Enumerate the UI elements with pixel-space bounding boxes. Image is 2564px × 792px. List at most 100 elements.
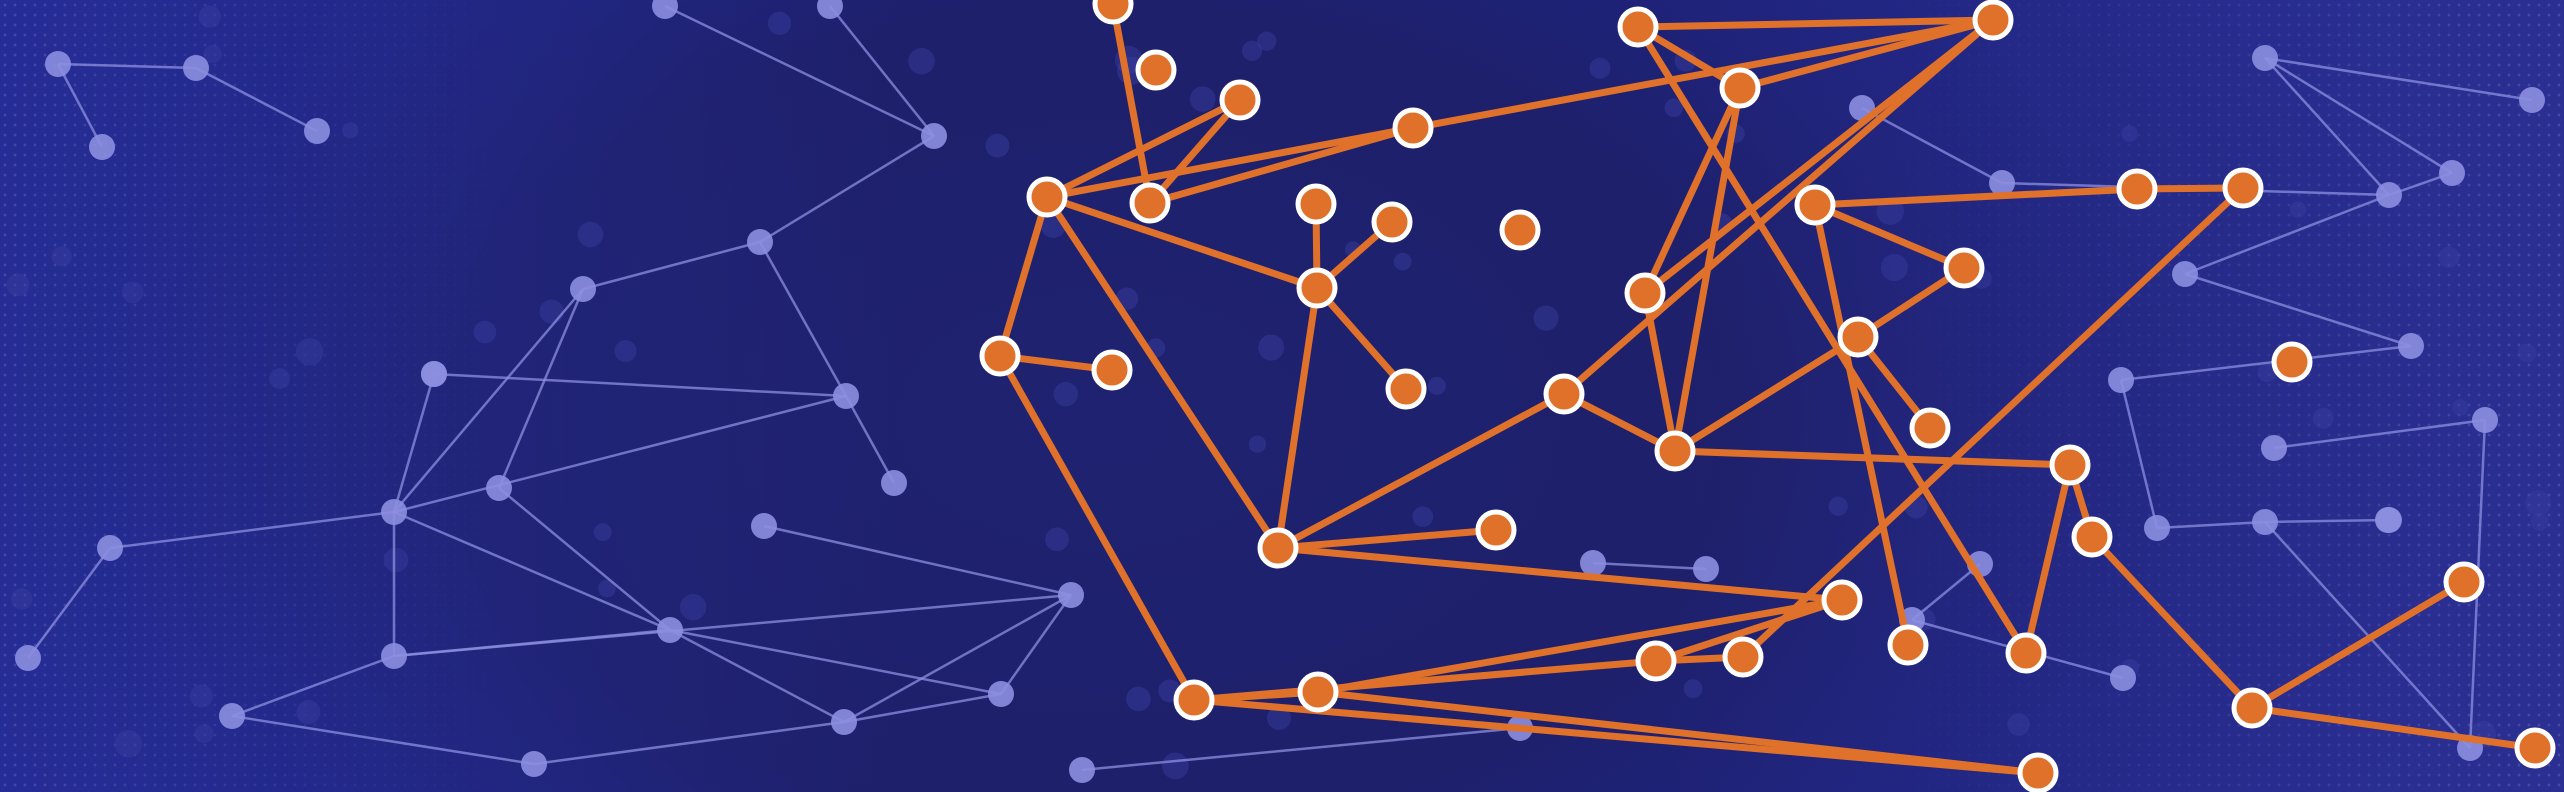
background-edge — [2184, 272, 2412, 348]
orange-network-edges — [996, 0, 2539, 777]
orange-node — [2443, 561, 2485, 603]
orange-edge — [1190, 657, 1660, 704]
background-node — [652, 0, 678, 19]
background-node — [833, 383, 859, 409]
faint-node — [1664, 98, 1684, 118]
orange-node — [1837, 316, 1879, 358]
orange-edge — [1811, 201, 1912, 649]
faint-node — [767, 11, 792, 35]
background-edge — [843, 593, 1072, 724]
faint-node — [189, 684, 213, 708]
orange-node — [1543, 373, 1585, 415]
background-edge — [231, 714, 535, 766]
faint-node — [121, 281, 144, 304]
background-edge — [2264, 56, 2453, 175]
background-node — [381, 499, 407, 525]
orange-node — [1385, 368, 1427, 410]
background-node — [2472, 407, 2498, 433]
faint-node — [1162, 752, 1189, 780]
orange-edge — [996, 193, 1051, 360]
background-edge — [393, 288, 584, 513]
faint-node — [194, 724, 214, 744]
background-node — [2144, 515, 2170, 541]
orange-node — [1722, 636, 1764, 678]
background-node — [2172, 261, 2198, 287]
background-edge — [844, 395, 896, 484]
faint-node — [1589, 57, 1611, 79]
background-node — [988, 681, 1014, 707]
background-node — [2376, 182, 2402, 208]
background-edge — [1081, 726, 1521, 772]
orange-edge — [1043, 193, 1282, 552]
faint-node — [1258, 334, 1285, 361]
faint-node — [1266, 705, 1292, 730]
background-node — [1693, 556, 1719, 582]
faint-node — [577, 221, 604, 248]
background-edge — [2156, 520, 2266, 530]
background-node — [183, 55, 209, 81]
background-edge — [829, 5, 935, 137]
faint-node — [342, 122, 359, 139]
background-node — [2108, 367, 2134, 393]
orange-node — [1297, 671, 1339, 713]
background-node — [657, 617, 683, 643]
background-edge — [843, 692, 1002, 724]
orange-node — [1173, 679, 1215, 721]
faint-node — [598, 579, 616, 598]
orange-edge — [1811, 185, 2141, 209]
orange-edge — [1811, 201, 1968, 272]
orange-node — [1654, 430, 1696, 472]
orange-edge — [1109, 0, 1154, 207]
background-edge — [664, 4, 935, 138]
orange-node — [1972, 0, 2014, 41]
background-node — [45, 51, 71, 77]
orange-edge — [1560, 390, 1679, 455]
orange-edge — [1274, 390, 1568, 552]
background-edge — [1911, 563, 1981, 621]
orange-node — [1129, 182, 1171, 224]
background-edge — [2273, 418, 2486, 450]
background-edge — [669, 628, 1002, 696]
background-edge — [498, 487, 671, 631]
background-node — [2252, 45, 2278, 71]
background-edge — [533, 720, 845, 766]
background-edge — [669, 628, 845, 724]
background-node — [421, 361, 447, 387]
faint-node — [1241, 40, 1263, 61]
orange-node — [2049, 444, 2091, 486]
faint-node — [1427, 376, 1446, 395]
orange-node — [2514, 727, 2556, 769]
orange-node — [1943, 247, 1985, 289]
faint-node — [1683, 679, 1703, 699]
background-edge — [759, 134, 935, 244]
faint-node — [2007, 713, 2030, 736]
orange-edge — [1043, 124, 1417, 201]
faint-node — [10, 588, 33, 610]
background-node — [2398, 333, 2424, 359]
background-edge — [1861, 106, 2003, 185]
orange-node — [1257, 527, 1299, 569]
orange-edge — [996, 352, 1198, 704]
background-node — [2261, 435, 2287, 461]
faint-node — [383, 547, 409, 573]
background-node — [2519, 87, 2545, 113]
orange-node — [1296, 267, 1338, 309]
background-node — [831, 709, 857, 735]
orange-edge — [1854, 264, 1968, 341]
background-edge — [497, 288, 585, 489]
faint-node — [296, 700, 321, 724]
faint-node — [51, 246, 72, 267]
orange-node — [1887, 624, 1929, 666]
orange-edge — [1314, 596, 1846, 696]
background-edge — [393, 394, 847, 514]
faint-node — [198, 5, 221, 28]
background-edge — [195, 66, 318, 133]
orange-edge — [1641, 84, 1744, 297]
background-edge — [2264, 518, 2390, 524]
background-node — [2110, 665, 2136, 691]
background-node — [486, 475, 512, 501]
faint-node — [2312, 407, 2334, 429]
orange-node — [1719, 67, 1761, 109]
background-node — [521, 751, 547, 777]
